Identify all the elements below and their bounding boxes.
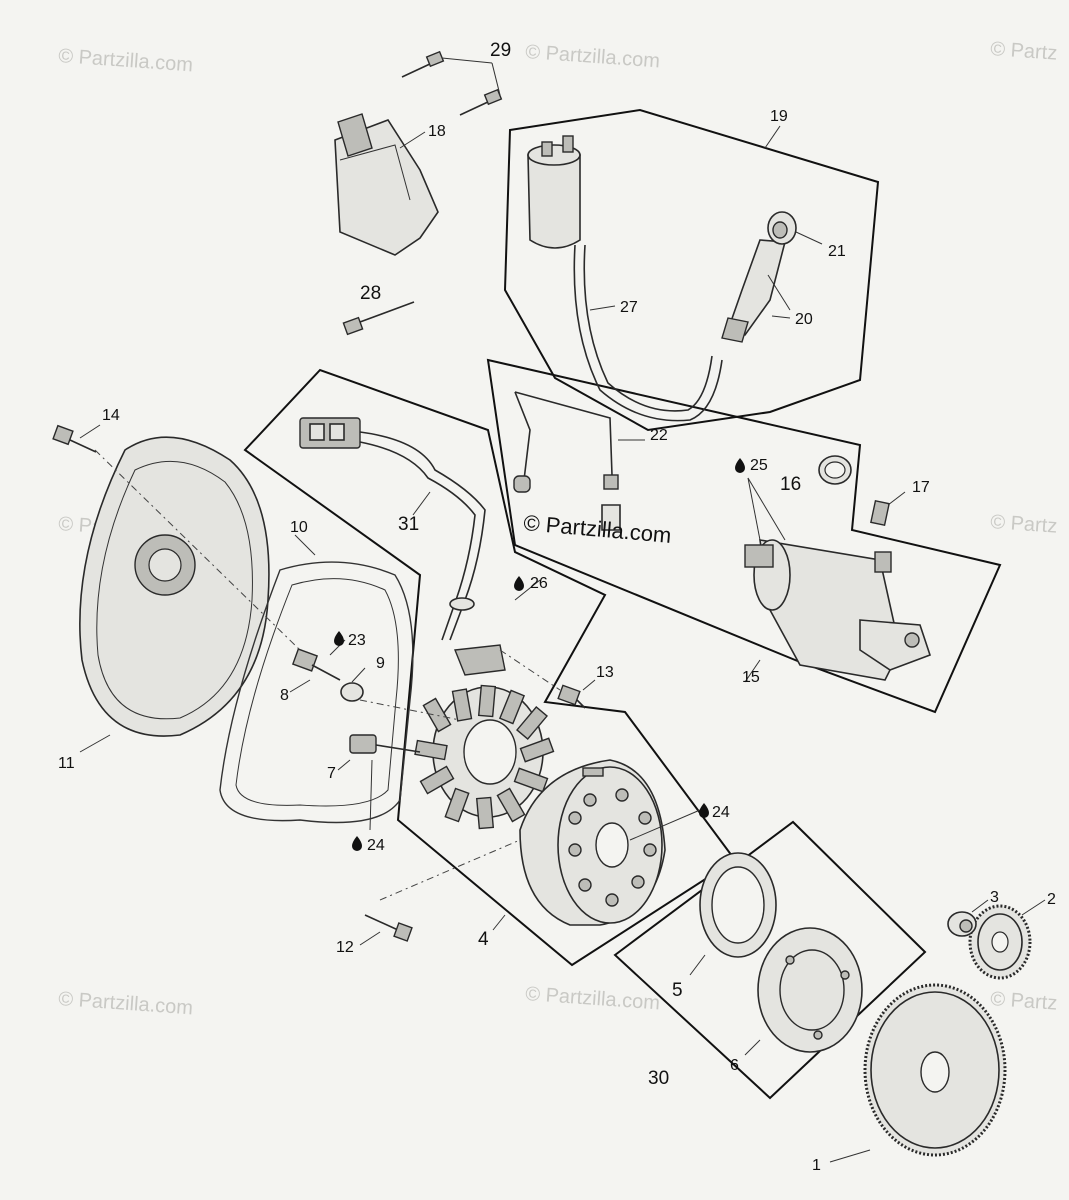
starter-motor-part-15 — [744, 477, 932, 681]
callout-13: 13 — [596, 664, 614, 681]
callout-29: 29 — [490, 40, 511, 61]
alignment-line — [499, 649, 561, 691]
callout-14: 14 — [102, 407, 120, 424]
callout-3: 3 — [990, 889, 999, 906]
plug-cap-seal-part-21 — [767, 211, 823, 245]
alignment-line — [379, 839, 521, 901]
cable-tie-part-28 — [342, 301, 415, 336]
bolt-part-17 — [870, 491, 906, 527]
callout-12: 12 — [336, 939, 354, 956]
ignition-coil-group-frame — [503, 108, 880, 432]
flywheel-part-4 — [519, 759, 701, 926]
callout-18: 18 — [428, 123, 446, 140]
stator-part-4 — [414, 644, 555, 830]
watermark: © Partz — [990, 38, 1058, 65]
callout-6: 6 — [730, 1057, 739, 1074]
plug-cap-part-20 — [721, 239, 791, 343]
lead-lines — [329, 125, 791, 931]
callout-24a: 24 — [712, 804, 730, 821]
watermark: © Partzilla.com — [58, 988, 194, 1019]
callout-16: 16 — [780, 474, 801, 495]
alignment-line — [94, 449, 301, 651]
callout-19: 19 — [770, 108, 788, 125]
gasket-part-10 — [219, 534, 414, 824]
callout-15: 15 — [742, 669, 760, 686]
callout-27: 27 — [620, 299, 638, 316]
bolt-part-14 — [52, 424, 101, 453]
bolt-part-8 — [289, 648, 341, 693]
washer-part-9 — [340, 682, 364, 702]
callout-28: 28 — [360, 283, 381, 304]
callout-21: 21 — [828, 243, 846, 260]
callout-2: 2 — [1047, 891, 1056, 908]
bolt-part-13 — [557, 679, 596, 709]
callout-9: 9 — [376, 655, 385, 672]
rivet-part-29 — [401, 50, 503, 116]
callout-8: 8 — [280, 687, 289, 704]
ground-wire-part-22 — [513, 391, 645, 531]
callout-25: 25 — [750, 457, 768, 474]
callout-31: 31 — [398, 514, 419, 535]
callout-22: 22 — [650, 427, 668, 444]
callout-24b: 24 — [367, 837, 385, 854]
bolt-part-12 — [359, 914, 413, 946]
bolt-part-7 — [337, 734, 421, 831]
callout-5: 5 — [672, 980, 683, 1001]
watermark: © Partzilla.com — [525, 983, 661, 1014]
callout-26: 26 — [530, 575, 548, 592]
callout-4: 4 — [478, 929, 489, 950]
starter-motor-group-frame — [486, 358, 1002, 714]
callout-30: 30 — [648, 1068, 669, 1089]
callout-labels: 29 18 19 21 28 27 20 14 22 25 16 17 31 1… — [58, 40, 1056, 1174]
callout-10: 10 — [290, 519, 308, 536]
callout-11: 11 — [58, 755, 75, 772]
callout-7: 7 — [327, 765, 336, 782]
watermark: © Partzilla.com — [58, 45, 194, 76]
partzilla-label: © Partzilla.com — [523, 510, 673, 548]
clutch-housing-part-6 — [744, 927, 863, 1056]
callout-20: 20 — [795, 311, 813, 328]
one-way-clutch-part-5 — [689, 852, 777, 976]
cdi-unit-part-18 — [334, 113, 439, 256]
o-ring-inner — [824, 461, 846, 479]
oil-drop-markers — [334, 458, 745, 851]
idler-gear-part-2 — [968, 899, 1046, 980]
watermark: © Partz — [990, 988, 1058, 1015]
ignition-coil-part-27 — [527, 135, 723, 422]
watermark: © Partzilla.com — [525, 41, 661, 72]
wiring-harness-part-31 — [299, 417, 486, 641]
callout-1: 1 — [812, 1157, 821, 1174]
stator-group-frame — [243, 368, 737, 967]
callout-17: 17 — [912, 479, 930, 496]
stator-cover-part-11 — [79, 436, 270, 753]
starter-gear-part-1 — [829, 983, 1007, 1163]
bushing-part-3 — [947, 899, 989, 937]
watermark: © Partz — [990, 511, 1058, 538]
callout-23: 23 — [348, 632, 366, 649]
